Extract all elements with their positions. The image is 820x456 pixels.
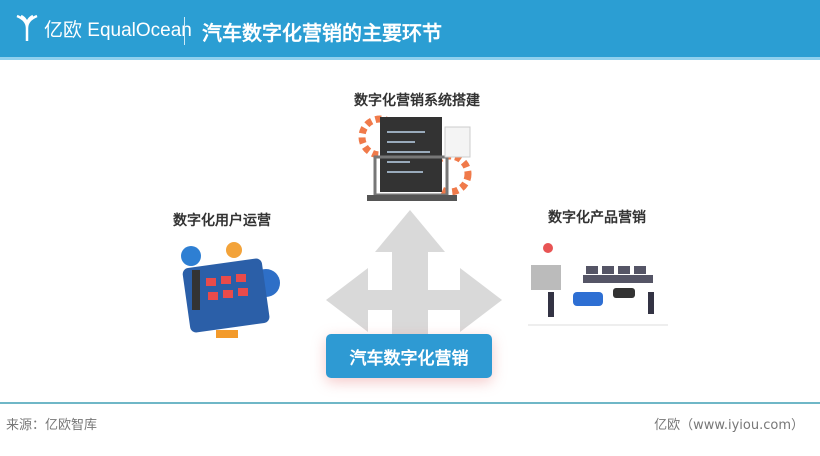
node-label-top: 数字化营销系统搭建: [354, 93, 480, 109]
center-node-button: 汽车数字化营销: [326, 334, 492, 378]
logo-icon: [16, 14, 38, 41]
footer-source: 来源：亿欧智库: [6, 418, 98, 433]
header-divider: [184, 17, 185, 45]
user-operation-illustration: [181, 242, 280, 338]
footer-site: 亿欧（www.iyiou.com）: [654, 418, 804, 433]
logo-text: 亿欧 EqualOcean: [44, 19, 192, 41]
page-title: 汽车数字化营销的主要环节: [202, 21, 442, 45]
header: 亿欧 EqualOcean 汽车数字化营销的主要环节: [0, 0, 820, 60]
logo: 亿欧 EqualOcean: [16, 14, 192, 42]
laptop-illustration: [358, 115, 472, 201]
car-marketing-illustration: [528, 243, 668, 326]
footer-divider: [0, 402, 820, 404]
node-label-left: 数字化用户运营: [173, 213, 271, 229]
node-label-right: 数字化产品营销: [548, 210, 646, 226]
